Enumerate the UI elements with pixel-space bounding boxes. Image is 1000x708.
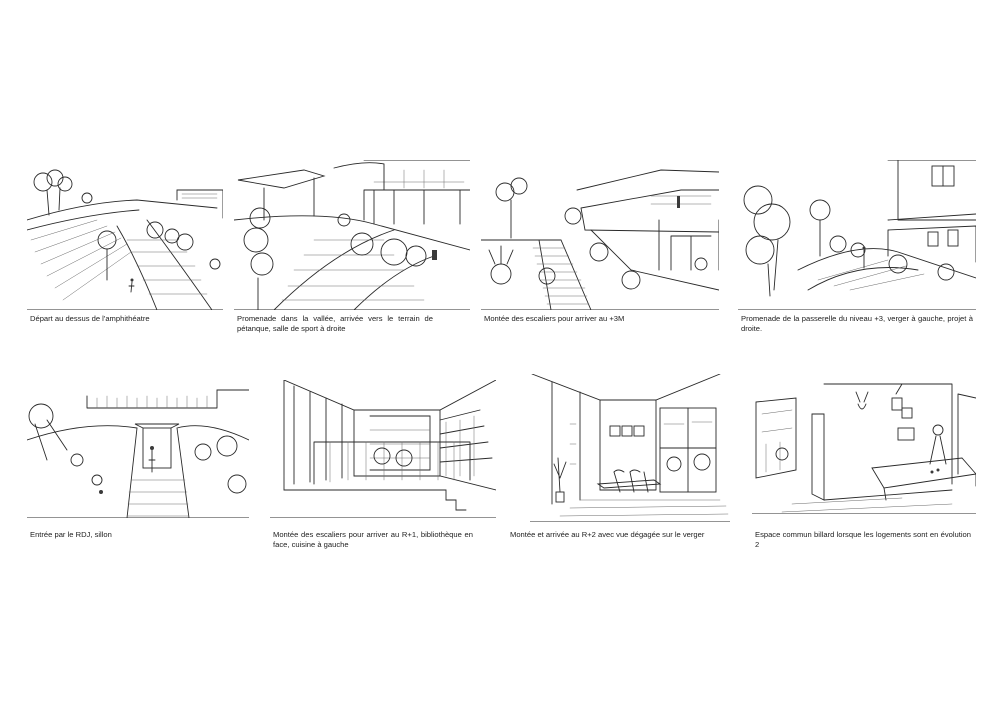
panel-caption: Montée et arrivée au R+2 avec vue dégagé… <box>510 530 705 539</box>
panel-caption: Entrée par le RDJ, sillon <box>30 530 112 539</box>
panel-caption: Promenade dans la vallée, arrivée vers l… <box>237 314 433 333</box>
billiard-room-drawing <box>752 383 976 514</box>
amphitheatre-sketch <box>27 160 223 310</box>
panel-caption: Montée des escaliers pour arriver au +3M <box>484 314 625 323</box>
r2-orchard-view-sketch <box>530 374 730 522</box>
r2-orchard-drawing <box>530 374 730 522</box>
panel-caption: Promenade de la passerelle du niveau +3,… <box>741 314 973 333</box>
library-r1-sketch <box>270 380 496 518</box>
footbridge-sketch <box>738 160 976 310</box>
footbridge-drawing <box>738 160 976 310</box>
stairs-plus3m-sketch <box>481 160 719 310</box>
panel-caption: Espace commun billard lorsque les logeme… <box>755 530 971 549</box>
amphitheatre-drawing <box>27 169 223 310</box>
billiard-room-sketch <box>752 374 976 514</box>
rdj-entrance-drawing <box>27 389 249 518</box>
valley-promenade-drawing <box>234 160 470 310</box>
stairs-drawing <box>481 169 719 310</box>
valley-promenade-sketch <box>234 160 470 310</box>
panel-caption: Départ au dessus de l'amphithéatre <box>30 314 150 323</box>
rdj-entrance-sketch <box>27 380 249 518</box>
panel-caption: Montée des escaliers pour arriver au R+1… <box>273 530 473 549</box>
library-drawing <box>270 380 496 518</box>
